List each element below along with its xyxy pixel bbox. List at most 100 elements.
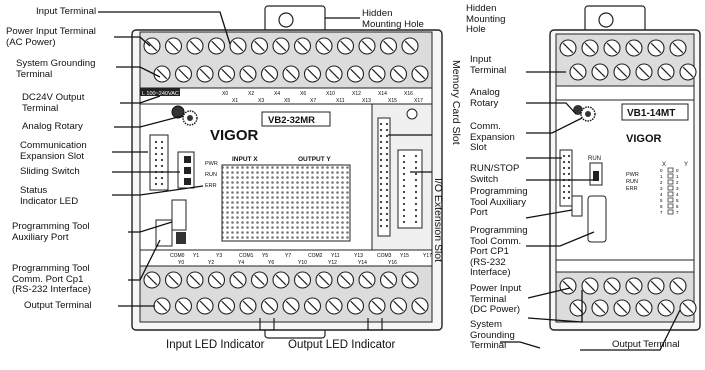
memory-pin <box>386 135 388 137</box>
io-pin <box>415 203 417 205</box>
r-comm-pin <box>563 173 565 175</box>
comm-expansion-slot <box>150 135 168 190</box>
comm-pin <box>161 165 163 167</box>
memory-pin <box>386 219 388 221</box>
switch-2[interactable] <box>184 167 191 174</box>
analog-rotary-1[interactable] <box>172 106 184 118</box>
io-pin <box>415 173 417 175</box>
top-strip-label: X5 <box>284 98 290 104</box>
input-x-label: INPUT X <box>232 156 258 163</box>
label-input-terminal: Input Terminal <box>36 7 96 18</box>
top-strip-label: X13 <box>362 98 371 104</box>
top-strip-label: X11 <box>336 98 345 104</box>
top-strip-label: X2 <box>248 91 254 97</box>
top-strip-label: X16 <box>404 91 413 97</box>
memory-pin <box>380 195 382 197</box>
memory-pin <box>380 147 382 149</box>
top-strip-label: X12 <box>352 91 361 97</box>
top-strip-label: X3 <box>258 98 264 104</box>
bottom-strip-label: Y14 <box>358 260 367 266</box>
top-strip-label: X0 <box>222 91 228 97</box>
memory-pin <box>386 159 388 161</box>
memory-pin <box>380 189 382 191</box>
label-r-prog-comm: Programming Tool Comm. Port CP1 (RS-232 … <box>470 226 528 279</box>
memory-pin <box>380 219 382 221</box>
io-pin <box>403 161 405 163</box>
io-pin <box>415 191 417 193</box>
rotary-center <box>187 115 193 121</box>
r-comm-pin <box>563 185 565 187</box>
label-r-power-input: Power Input Terminal (DC Power) <box>470 284 521 316</box>
label-memory-card: Memory Card Slot <box>450 60 462 145</box>
top-strip-label: X7 <box>310 98 316 104</box>
io-pin <box>403 179 405 181</box>
comm-pin <box>155 177 157 179</box>
label-r-analog-rotary: Analog Rotary <box>470 88 500 109</box>
top-strip-label: X14 <box>378 91 387 97</box>
r-err-label: ERR <box>626 186 638 192</box>
bottom-strip-label: Y0 <box>178 260 184 266</box>
r-prog-aux-port <box>572 196 582 216</box>
label-r-run-stop: RUN/STOP Switch <box>470 164 519 185</box>
comm-pin <box>161 159 163 161</box>
r-x-header: X <box>662 162 666 168</box>
r-bottom-strip <box>556 260 694 272</box>
label-io-extension: I/O Extension Slot <box>432 178 444 262</box>
r-vigor-logo: VIGOR <box>626 133 662 145</box>
io-pin <box>415 161 417 163</box>
memory-pin <box>386 195 388 197</box>
memory-pin <box>386 201 388 203</box>
bottom-strip-label: Y13 <box>354 253 363 259</box>
comm-pin <box>161 177 163 179</box>
io-pin <box>403 215 405 217</box>
top-strip-text: L 100~240VAC <box>142 91 179 97</box>
switch-1[interactable] <box>184 156 191 163</box>
bottom-strip-label: COM2 <box>308 253 323 259</box>
memory-card-slot <box>378 118 390 236</box>
comm-pin <box>155 159 157 161</box>
memory-pin <box>386 213 388 215</box>
err-label: ERR <box>205 183 217 189</box>
vigor-logo: VIGOR <box>210 127 259 144</box>
memory-pin <box>380 225 382 227</box>
hidden-mounting-hole <box>279 13 293 27</box>
r-led-y <box>668 192 673 196</box>
comm-pin <box>155 153 157 155</box>
memory-pin <box>386 165 388 167</box>
switch-3[interactable] <box>184 178 191 185</box>
label-output-terminal: Output Terminal <box>24 301 92 312</box>
memory-pin <box>380 177 382 179</box>
r-comm-pin <box>568 185 570 187</box>
r-pwr-label: PWR <box>626 172 639 178</box>
memory-pin <box>380 207 382 209</box>
bottom-strip-label: Y5 <box>262 253 268 259</box>
memory-pin <box>380 141 382 143</box>
bottom-strip-label: Y17 <box>423 253 432 259</box>
io-pin <box>403 185 405 187</box>
r-run-label: RUN <box>588 156 601 162</box>
io-pin <box>415 209 417 211</box>
bottom-strip-label: COM0 <box>170 253 185 259</box>
model-name: VB2-32MR <box>268 115 315 126</box>
memory-pin <box>380 153 382 155</box>
memory-pin <box>386 207 388 209</box>
top-strip-label: X17 <box>414 98 423 104</box>
label-output-led: Output LED Indicator <box>288 340 395 351</box>
label-comm-expansion: Communication Expansion Slot <box>20 141 87 162</box>
bottom-strip-label: COM3 <box>377 253 392 259</box>
label-r-hidden-mounting: Hidden Mounting Hole <box>466 4 505 36</box>
r-hidden-mounting-hole <box>599 13 613 27</box>
bottom-strip-label: Y6 <box>268 260 274 266</box>
memory-pin <box>380 123 382 125</box>
r-comm-pin <box>563 191 565 193</box>
io-pin <box>415 215 417 217</box>
io-pin <box>403 191 405 193</box>
comm-pin <box>161 183 163 185</box>
top-strip-label: X1 <box>232 98 238 104</box>
top-strip-label: X10 <box>326 91 335 97</box>
io-pin <box>415 185 417 187</box>
r-led-y <box>668 204 673 208</box>
comm-pin <box>155 147 157 149</box>
bottom-strip-label: Y2 <box>208 260 214 266</box>
